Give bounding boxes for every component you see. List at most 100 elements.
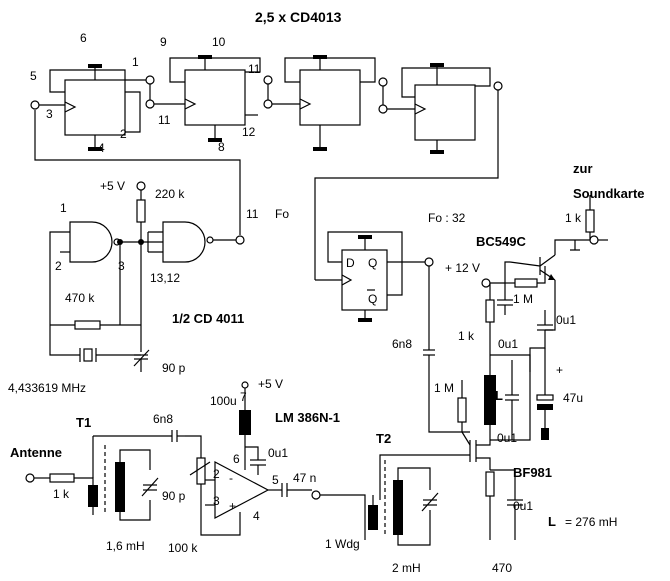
capacitor-label: 100u: [210, 394, 237, 408]
capacitor-label: 6n8: [153, 412, 173, 426]
capacitor-label: 47u: [563, 391, 583, 405]
resistor-label: 100 k: [168, 541, 198, 555]
opamp-input-label: +: [229, 499, 236, 513]
input-label: Antenne: [10, 445, 62, 460]
terminal-ff1-out: [145, 75, 155, 85]
pin-label: 5: [30, 69, 37, 83]
terminal-amp-out: [311, 490, 321, 500]
terminal-12v: [481, 278, 491, 288]
pin-label: D: [346, 256, 355, 270]
capacitor-47u: [536, 348, 554, 440]
trimmer-90p-osc: [133, 325, 150, 372]
transistor-bf981: [379, 431, 491, 500]
capacitor-0u1-tank: [505, 360, 519, 440]
flip-flop-3: [284, 55, 376, 151]
resistor-label: 220 k: [155, 187, 185, 201]
capacitor-0u1-coupling: [529, 310, 553, 372]
pin-label: Q: [368, 256, 377, 270]
flip-flop-4: [401, 63, 491, 154]
capacitor-label: 0u1: [268, 446, 288, 460]
transistor-label: BC549C: [476, 234, 526, 249]
supply-label: +5 V: [100, 179, 125, 193]
pin-label: 5: [272, 473, 279, 487]
pin-label: 3: [118, 259, 125, 273]
capacitor-6n8-left: [171, 430, 178, 442]
trimmer-t2: [421, 492, 439, 512]
pin-label: 1: [60, 201, 67, 215]
resistor-1m-top: [505, 266, 546, 288]
pin-label: 3: [46, 107, 53, 121]
crystal-oscillator: [79, 348, 141, 362]
inductance-symbol: L: [548, 514, 556, 529]
terminal-fo: [235, 235, 245, 245]
inductor-l: [484, 375, 496, 425]
capacitor-100u: [239, 395, 251, 470]
inductor-label: 1,6 mH: [106, 539, 145, 553]
pin-label: 2: [120, 127, 127, 141]
capacitor-label: 0u1: [513, 499, 533, 513]
signal-label: Fo: [275, 207, 289, 221]
pin-label: 7: [240, 390, 247, 404]
opamp-lm386: [214, 461, 270, 519]
resistor-label: 1 k: [53, 487, 70, 501]
pin-label: 6: [80, 31, 87, 45]
flip-flop-2: [169, 55, 261, 142]
supply-label: + 12 V: [445, 261, 480, 275]
divider-label: Fo : 32: [428, 211, 466, 225]
terminal-soundkarte: [589, 235, 599, 245]
pin-label: 2: [55, 259, 62, 273]
inductance-value: = 276 mH: [565, 515, 617, 529]
capacitor-label: 47 n: [293, 471, 316, 485]
resistor-220k: [136, 190, 146, 325]
pin-label: 13,12: [150, 271, 180, 285]
opamp-input-label: -: [229, 471, 233, 485]
resistor-label: 1 M: [434, 381, 454, 395]
transformer-label: T1: [76, 415, 91, 430]
pin-label: 8: [218, 140, 225, 154]
capacitor-label: 90 p: [162, 361, 186, 375]
transformer-label: T2: [376, 431, 391, 446]
ic-label-cd4011: 1/2 CD 4011: [172, 311, 244, 326]
trimmer-90p-t1: [141, 477, 159, 497]
inductor-label: 2 mH: [392, 561, 421, 575]
crystal-label: 4,433619 MHz: [8, 381, 86, 395]
capacitor-label: 90 p: [162, 489, 186, 503]
pin-label: 3: [213, 494, 220, 508]
resistor-label: 1 M: [513, 292, 533, 306]
pin-label: 1: [132, 55, 139, 69]
d-flip-flop: [341, 235, 388, 322]
pin-label: 12: [242, 125, 256, 139]
transistor-bc549c: [509, 254, 556, 281]
flip-flop-1: [49, 64, 141, 151]
pin-label: 4: [98, 141, 105, 155]
resistor-1m-gate: [457, 380, 467, 432]
capacitor-label: 6n8: [392, 337, 412, 351]
nand-gate-2: [162, 221, 214, 263]
capacitor-label: 0u1: [556, 313, 576, 327]
transformer-t1: [88, 445, 125, 515]
capacitor-label: 0u1: [497, 431, 517, 445]
pin-label: Q: [368, 292, 377, 306]
ic-label-lm386: LM 386N-1: [275, 410, 340, 425]
pin-label: 11: [248, 62, 261, 76]
pin-label: 6: [233, 452, 240, 466]
potentiometer-100k: [185, 435, 241, 536]
pin-label: 11: [158, 113, 171, 127]
pin-label: 2: [213, 467, 220, 481]
diagram-title: 2,5 x CD4013: [255, 9, 342, 25]
supply-label: +5 V: [258, 377, 283, 391]
pin-label: 4: [253, 509, 260, 523]
polarity-label: +: [556, 363, 563, 377]
inductor-label: L: [495, 388, 503, 403]
resistor-label: 1 k: [565, 211, 582, 225]
output-label: Soundkarte: [573, 186, 645, 201]
wire-fo-to-ff1: [34, 110, 241, 235]
winding-label: 1 Wdg: [325, 537, 360, 551]
transistor-label: BF981: [513, 465, 552, 480]
nand-gate-1: [69, 221, 121, 263]
pin-label: 11: [246, 207, 259, 221]
output-label: zur: [573, 161, 593, 176]
resistor-470k: [50, 320, 141, 330]
pin-label: 9: [160, 35, 167, 49]
